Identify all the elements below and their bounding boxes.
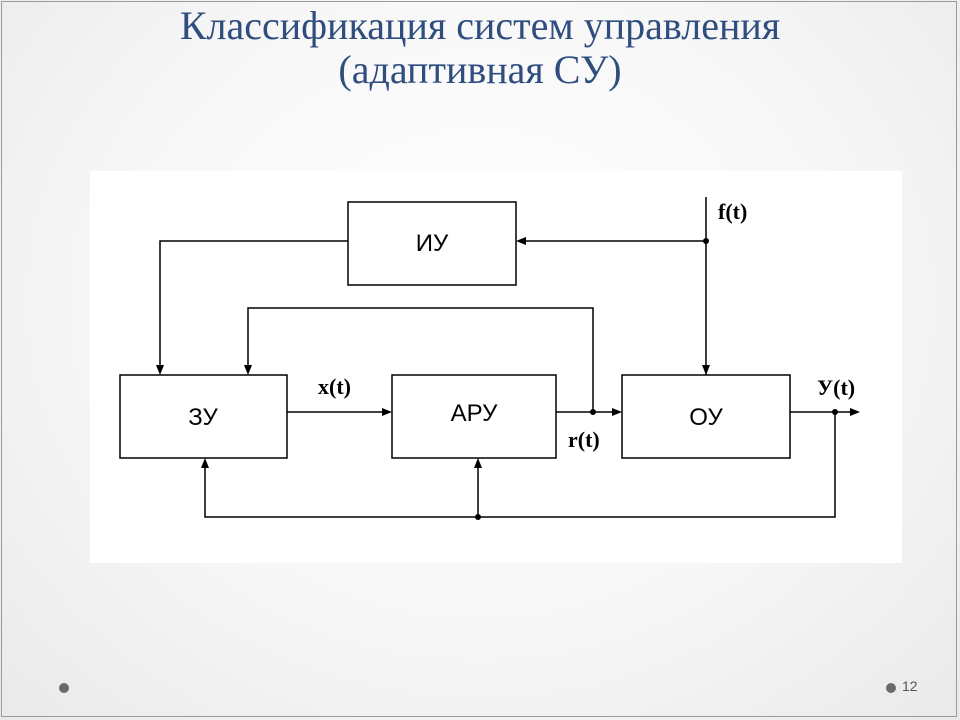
right-bullet-dot: [886, 683, 896, 693]
arrow-into-iu: [516, 237, 526, 245]
block-zu: [119, 374, 288, 459]
r-to-zu-line: [247, 307, 594, 412]
adaptive-control-diagram: ИУ ЗУ АРУ ОУ f(t) x(t) r(t) У(t): [90, 171, 902, 563]
signal-r-label: r(t): [568, 427, 600, 452]
arrow-into-zu-from-iu: [156, 365, 164, 375]
arrow-into-ou-top: [702, 365, 710, 375]
arrow-into-aru: [382, 408, 392, 416]
signal-f-label: f(t): [718, 199, 747, 224]
iu-to-zu-line: [159, 240, 348, 371]
block-zu-label: ЗУ: [188, 404, 218, 431]
arrow-into-zu-from-r: [244, 365, 252, 375]
block-aru: [391, 374, 557, 459]
page-number: 12: [902, 678, 918, 694]
title-line-2: (адаптивная СУ): [338, 47, 622, 92]
arrow-into-aru-bottom: [474, 458, 482, 468]
slide-title: Классификация систем управления (адаптив…: [0, 4, 960, 92]
block-ou-label: ОУ: [689, 404, 723, 431]
signal-x-label: x(t): [318, 374, 351, 399]
block-iu: [347, 201, 517, 286]
left-bullet-dot: [59, 683, 69, 693]
signal-y-label: У(t): [817, 375, 855, 400]
arrow-output: [850, 408, 860, 416]
block-aru-label: АРУ: [451, 400, 498, 427]
title-line-1: Классификация систем управления: [179, 3, 781, 48]
diagram-svg: ИУ ЗУ АРУ ОУ f(t) x(t) r(t) У(t): [119, 197, 860, 520]
arrow-into-zu-bottom: [201, 458, 209, 468]
block-ou: [621, 374, 791, 459]
block-iu-label: ИУ: [416, 230, 449, 257]
arrow-into-ou: [612, 408, 622, 416]
y-feedback-line: [204, 412, 836, 518]
r-junction-dot: [590, 409, 596, 415]
